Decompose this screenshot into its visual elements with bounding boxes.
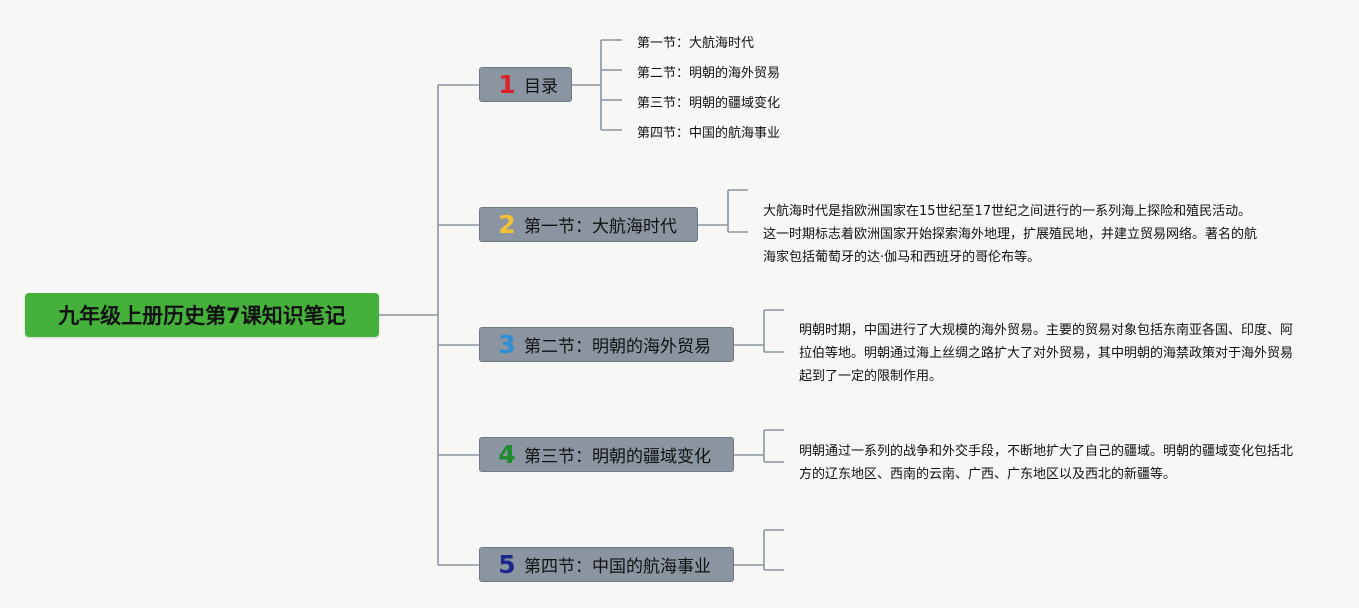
branch-section-2[interactable]: 3 第二节：明朝的海外贸易 <box>479 327 734 362</box>
branch-label: 第二节：明朝的海外贸易 <box>524 337 711 357</box>
toc-item-4[interactable]: 第四节：中国的航海事业 <box>637 126 781 141</box>
toc-item-2[interactable]: 第二节：明朝的海外贸易 <box>637 66 781 81</box>
toc-item-3[interactable]: 第三节：明朝的疆域变化 <box>637 96 781 111</box>
branch-toc[interactable]: 1 目录 <box>479 67 572 102</box>
note-section-2[interactable]: 明朝时期，中国进行了大规模的海外贸易。主要的贸易对象包括东南亚各国、印度、阿拉伯… <box>799 323 1294 384</box>
root-title: 九年级上册历史第7课知识笔记 <box>58 304 346 328</box>
branch-section-4[interactable]: 5 第四节：中国的航海事业 <box>479 547 734 582</box>
branch-section-1[interactable]: 2 第一节：大航海时代 <box>479 207 698 242</box>
branch-number: 5 <box>498 550 516 579</box>
root-topic[interactable]: 九年级上册历史第7课知识笔记 <box>25 293 379 337</box>
toc-item-1[interactable]: 第一节：大航海时代 <box>637 36 755 51</box>
branch-label: 第一节：大航海时代 <box>524 217 677 237</box>
note-section-3[interactable]: 明朝通过一系列的战争和外交手段，不断地扩大了自己的疆域。明朝的疆域变化包括北方的… <box>799 444 1294 482</box>
branch-number: 4 <box>498 440 516 469</box>
branch-number: 2 <box>498 210 516 239</box>
branch-label: 第四节：中国的航海事业 <box>524 557 711 577</box>
note-section-1[interactable]: 大航海时代是指欧洲国家在15世纪至17世纪之间进行的一系列海上探险和殖民活动。这… <box>763 204 1258 265</box>
branch-number: 3 <box>498 330 516 359</box>
branch-label: 第三节：明朝的疆域变化 <box>524 447 711 467</box>
branch-section-3[interactable]: 4 第三节：明朝的疆域变化 <box>479 437 734 472</box>
branch-number: 1 <box>498 70 516 99</box>
branch-label: 目录 <box>524 77 558 97</box>
